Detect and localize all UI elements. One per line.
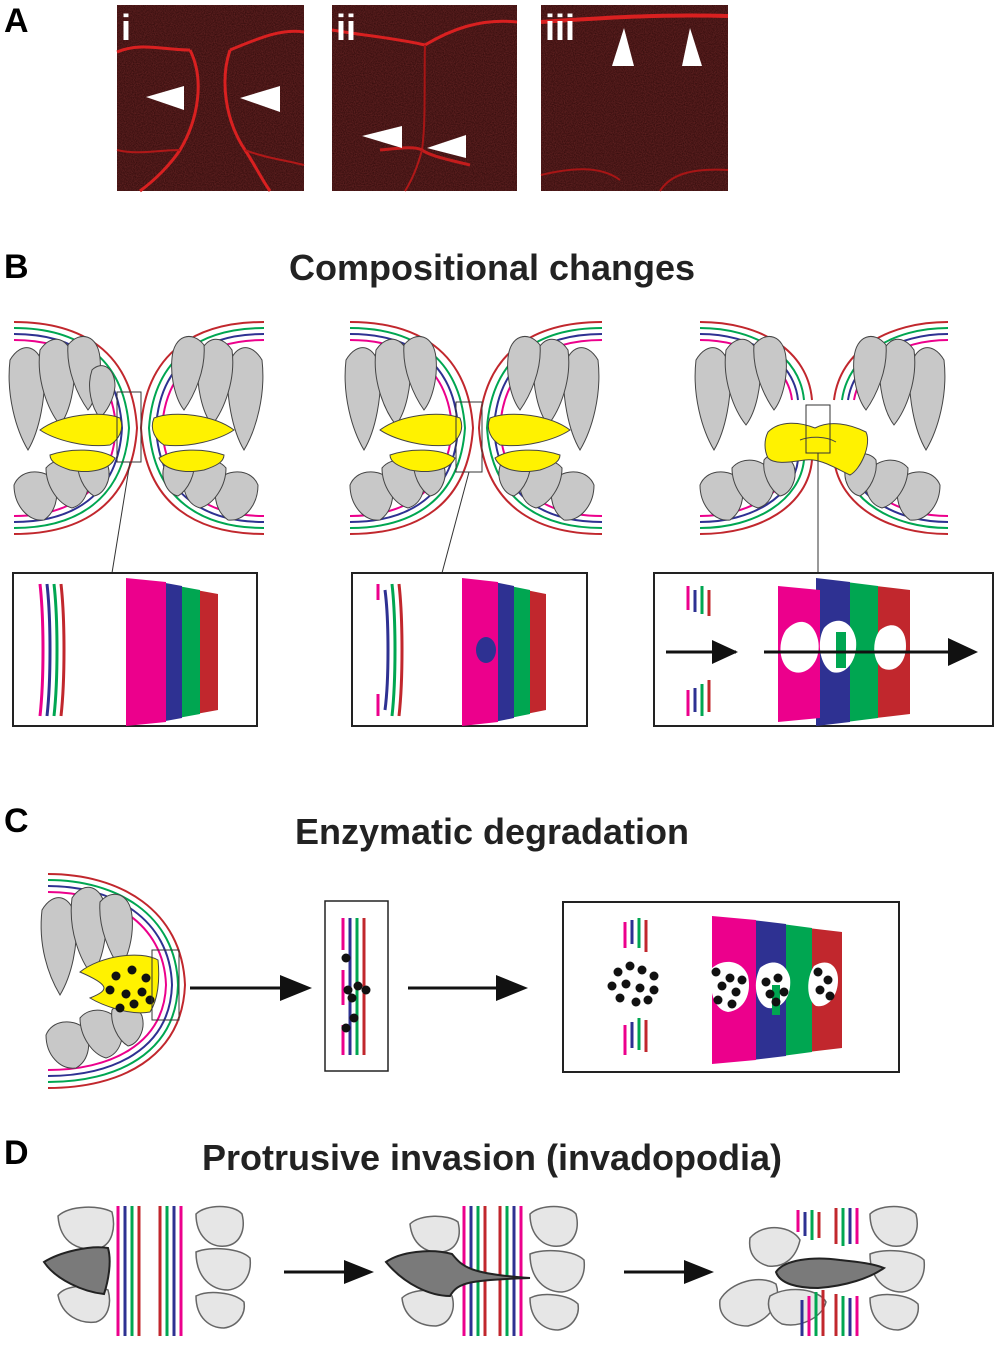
d-arrowhead-2 bbox=[684, 1260, 714, 1284]
c-zoom-degradation bbox=[562, 901, 900, 1073]
b-stage3-tissue bbox=[694, 321, 949, 573]
panel-letter-a: A bbox=[4, 2, 29, 40]
c-arrowhead-2 bbox=[496, 975, 528, 1001]
d-stage3 bbox=[719, 1205, 926, 1336]
micrograph-ii: ii bbox=[331, 5, 518, 192]
micrograph-label-ii: ii bbox=[336, 7, 356, 48]
micrograph-label-iii: iii bbox=[545, 7, 575, 48]
b-stage3-zoom bbox=[653, 572, 994, 727]
micrograph-iii: iii bbox=[540, 5, 729, 192]
panel-b-title: Compositional changes bbox=[289, 247, 695, 288]
c-tissue bbox=[40, 873, 187, 1089]
b-stage1-tissue bbox=[8, 321, 265, 574]
d-stage2 bbox=[384, 1205, 586, 1336]
micrograph-label-i: i bbox=[121, 7, 131, 48]
c-arrowhead-1 bbox=[280, 975, 312, 1001]
b-stage1-zoom bbox=[12, 572, 258, 727]
c-zoom-membrane bbox=[324, 900, 389, 1072]
b-stage2-zoom bbox=[351, 572, 588, 727]
panel-letter-d: D bbox=[4, 1134, 29, 1172]
d-stage1 bbox=[42, 1205, 252, 1336]
panel-letter-c: C bbox=[4, 802, 29, 840]
panel-d-title: Protrusive invasion (invadopodia) bbox=[202, 1137, 782, 1178]
d-arrowhead-1 bbox=[344, 1260, 374, 1284]
panel-letter-b: B bbox=[4, 248, 29, 286]
micrograph-i: i bbox=[116, 5, 305, 193]
b-stage2-tissue bbox=[344, 321, 603, 574]
panel-c-title: Enzymatic degradation bbox=[295, 811, 689, 852]
